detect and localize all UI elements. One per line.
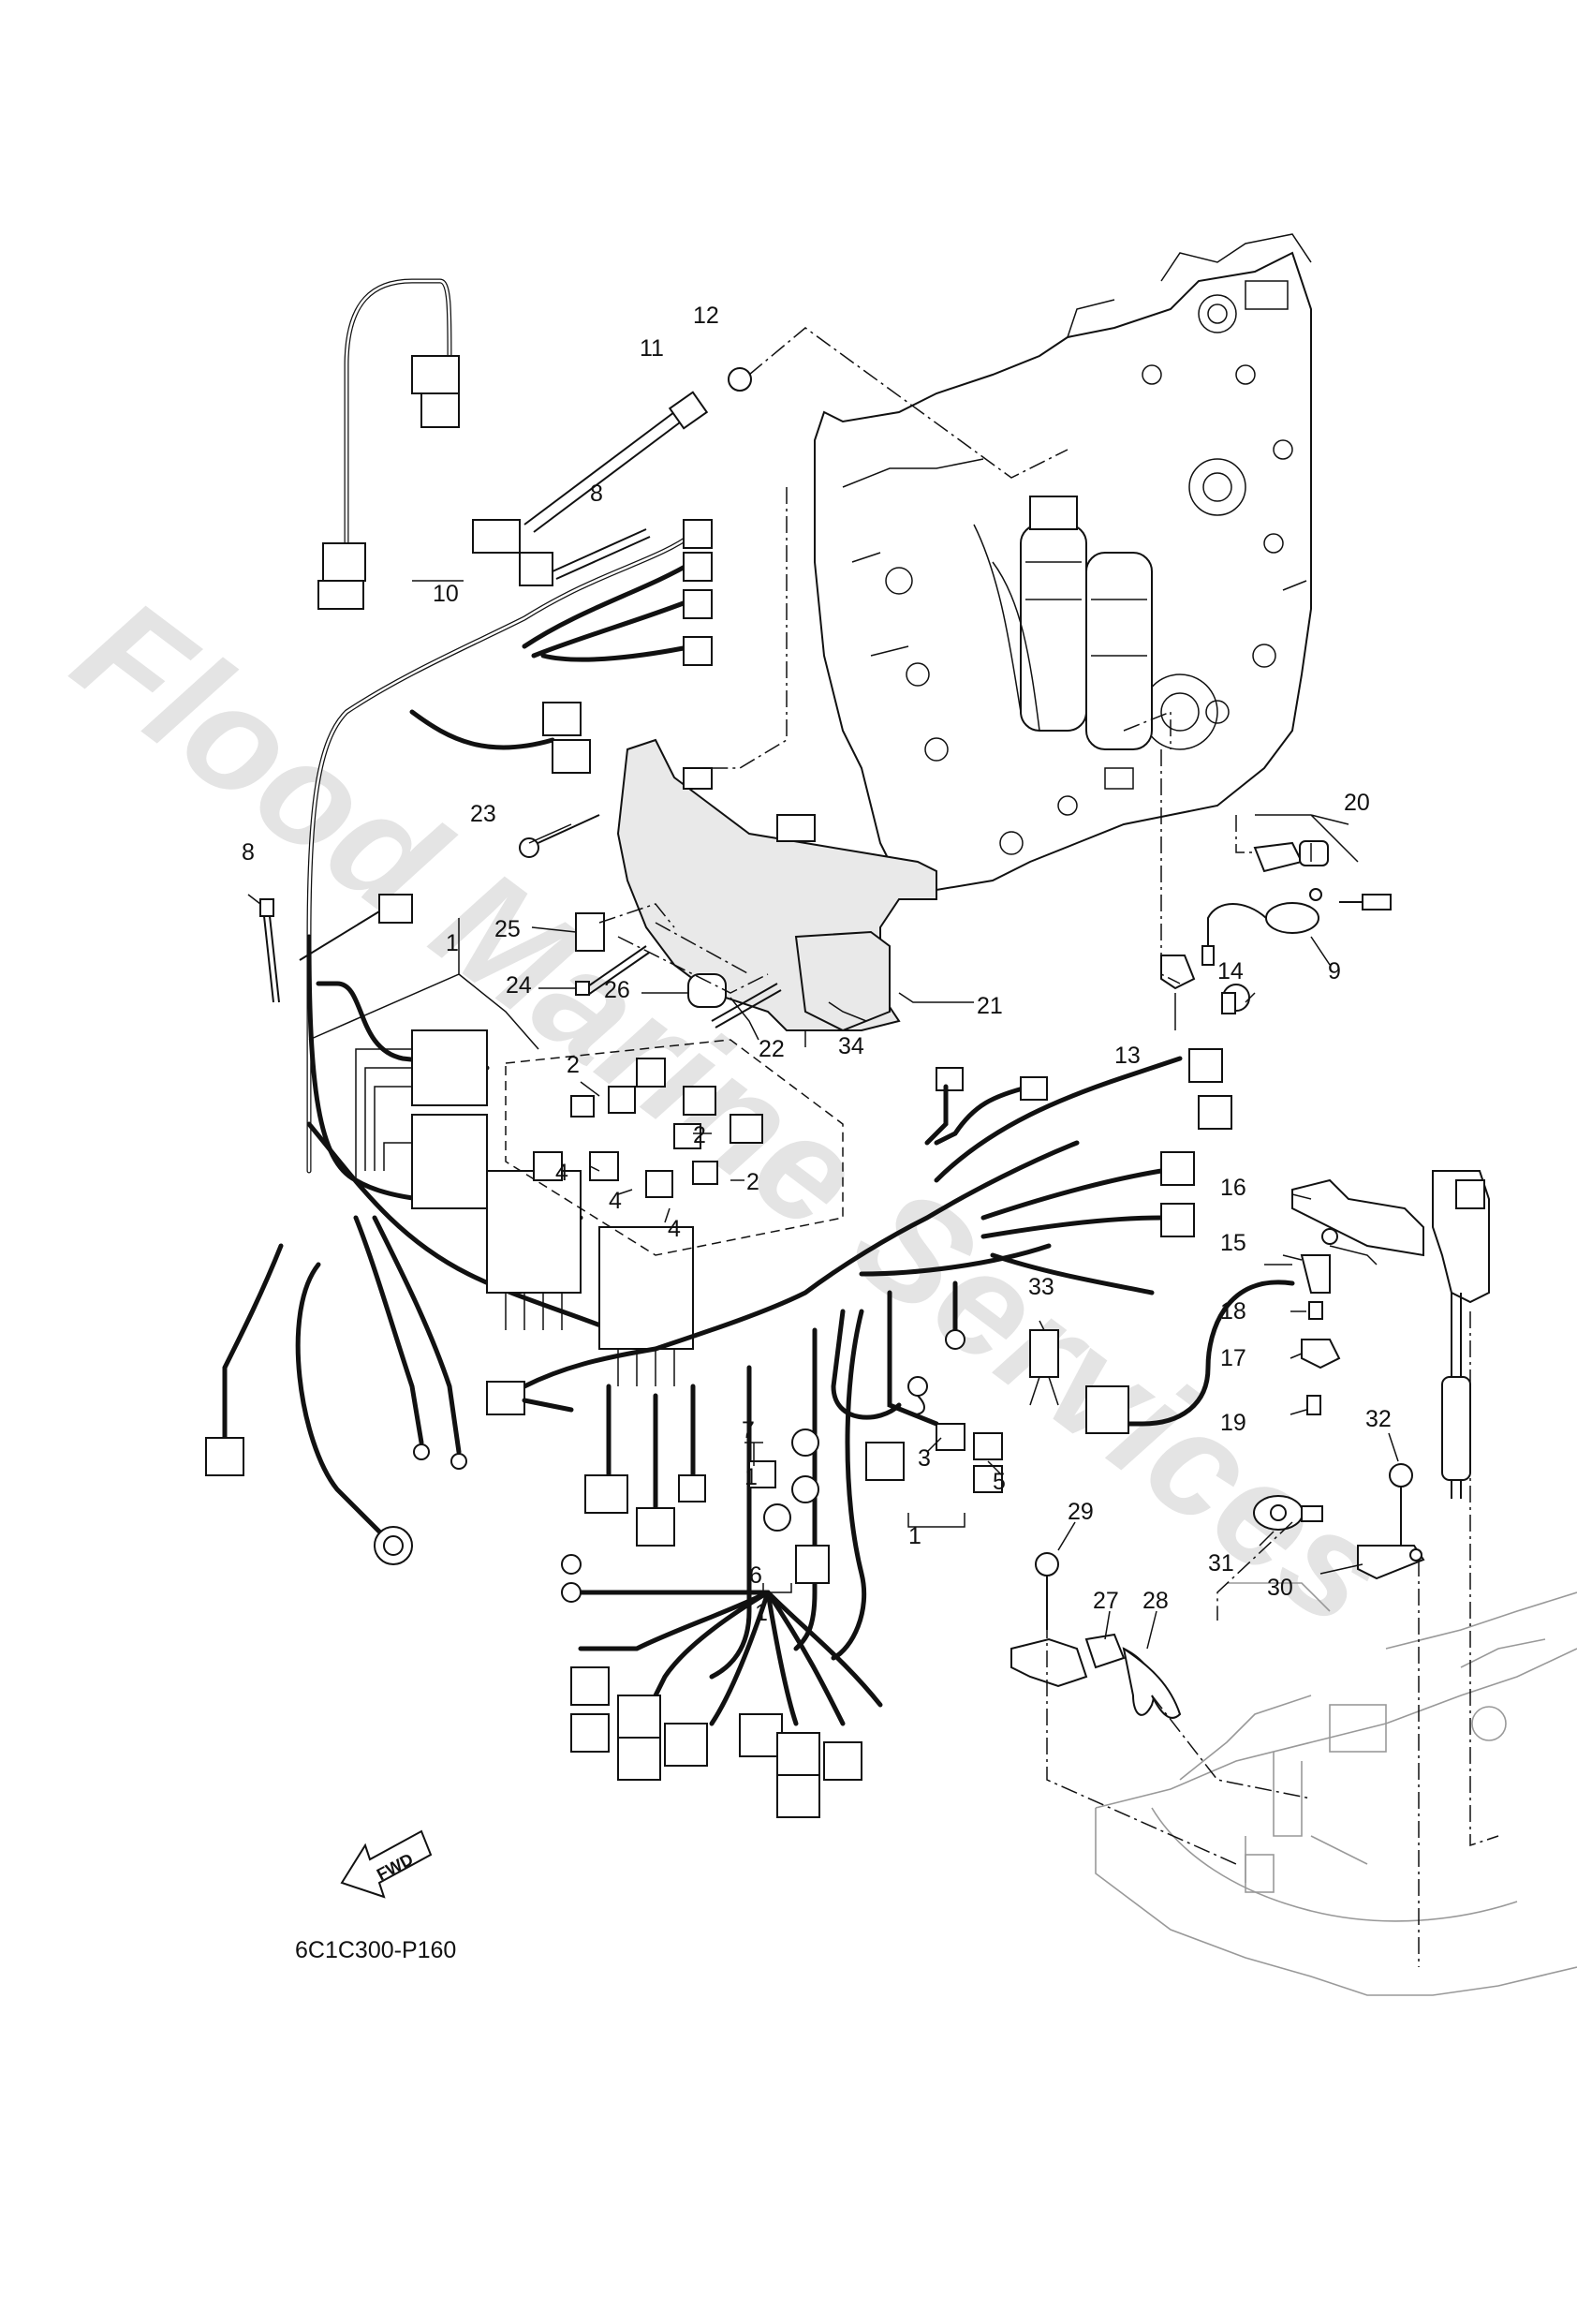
callout-5: 5 [993, 1469, 1006, 1495]
callout-18: 18 [1220, 1298, 1246, 1325]
callout-13: 13 [1114, 1043, 1141, 1069]
callout-11: 11 [640, 335, 664, 362]
callout-14: 14 [1217, 958, 1244, 984]
callout-3: 3 [918, 1445, 931, 1472]
callout-10: 10 [433, 581, 459, 607]
callout-8: 8 [242, 839, 255, 866]
small-parts [748, 1376, 1003, 1584]
harness-lower [205, 1215, 883, 1818]
harness-right [653, 1048, 1295, 1434]
cover-bracket [616, 738, 937, 1032]
callout-29: 29 [1068, 1499, 1094, 1525]
callout-1: 1 [908, 1523, 921, 1549]
callout-8: 8 [590, 481, 603, 507]
callout-31: 31 [1208, 1550, 1234, 1576]
relays [533, 1058, 763, 1198]
callout-17: 17 [1220, 1345, 1246, 1371]
callout-7: 7 [742, 1417, 755, 1443]
parts-20-9-13-14 [1160, 840, 1392, 1014]
callout-2: 2 [567, 1052, 580, 1078]
lower-cowling [1095, 1582, 1577, 1996]
callout-15: 15 [1220, 1230, 1246, 1256]
callout-16: 16 [1220, 1175, 1246, 1201]
harness-10 [317, 278, 460, 610]
starter-motor [973, 496, 1153, 750]
engine-block [814, 233, 1312, 892]
callout-25: 25 [494, 916, 521, 942]
callout-1: 1 [446, 930, 459, 956]
steering-bracket [1432, 1170, 1490, 1499]
leader-lines [247, 580, 1399, 1650]
callout-26: 26 [604, 977, 630, 1003]
callout-22: 22 [759, 1036, 785, 1062]
callout-33: 33 [1028, 1274, 1054, 1300]
callout-19: 19 [1220, 1410, 1246, 1436]
callout-27: 27 [1093, 1588, 1119, 1614]
callout-34: 34 [838, 1033, 864, 1059]
callout-1: 1 [755, 1600, 768, 1626]
diagram-code: 6C1C300-P160 [295, 1937, 456, 1963]
right-mount [1264, 1178, 1424, 1415]
callout-4: 4 [609, 1188, 622, 1214]
callout-20: 20 [1344, 790, 1370, 816]
ecu-assembly [355, 1029, 694, 1386]
callout-2: 2 [693, 1122, 706, 1148]
relay-group-box [505, 1039, 844, 1256]
callout-6: 6 [749, 1562, 762, 1589]
callout-2: 2 [746, 1169, 759, 1195]
cable-tie-8-upper [552, 528, 651, 580]
callouts: 1 1 1 1 2 2 2 3 4 4 4 5 6 7 8 8 9 10 11 … [242, 303, 1392, 1626]
callout-21: 21 [977, 993, 1003, 1019]
callout-30: 30 [1267, 1575, 1293, 1601]
reference-lines [598, 327, 1499, 1967]
cable-tie-8-left [259, 898, 280, 1003]
callout-9: 9 [1328, 958, 1341, 984]
callout-12: 12 [693, 303, 719, 329]
callout-1: 1 [744, 1464, 758, 1490]
callout-4: 4 [668, 1216, 681, 1242]
callout-4: 4 [555, 1160, 568, 1186]
callout-32: 32 [1365, 1406, 1392, 1432]
main-harness [306, 519, 713, 1352]
fwd-arrow-icon: FWD [340, 1829, 433, 1899]
connector-left [299, 908, 385, 961]
part-11 [472, 367, 752, 554]
callout-23: 23 [470, 801, 496, 827]
callout-28: 28 [1142, 1588, 1169, 1614]
callout-24: 24 [506, 972, 532, 999]
